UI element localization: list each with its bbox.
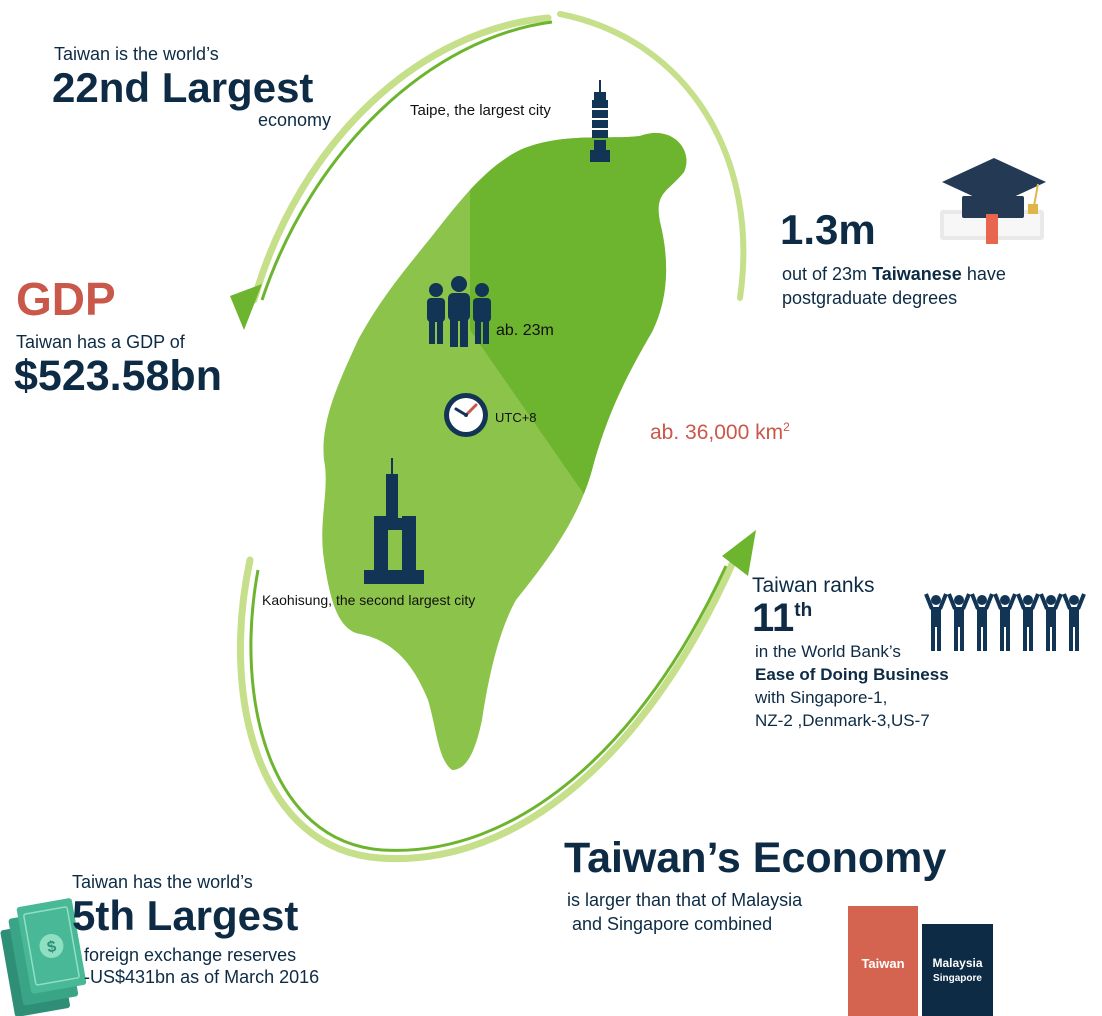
bar-taiwan-label: Taiwan [861, 956, 905, 971]
fx-reserves-line1: foreign exchange reserves [84, 945, 297, 965]
education-desc-prefix: out of 23m [782, 264, 868, 284]
timezone-label: UTC+8 [495, 410, 537, 425]
taipei-101-icon [590, 80, 610, 162]
fx-reserves-value: 5th Largest [72, 892, 299, 939]
business-rank-line4: NZ-2 ,Denmark-3,US-7 [755, 711, 930, 730]
taipei-label: Taipe, the largest city [410, 102, 551, 119]
area-value: ab. 36,000 km [650, 421, 784, 444]
gdp-value: $523.58bn [14, 352, 222, 400]
area-unit-exponent: 2 [783, 420, 790, 434]
economy-compare-desc: is larger than that of Malaysia and Sing… [567, 888, 802, 936]
bar-malaysia-singapore: Malaysia Singapore [922, 924, 993, 1016]
education-desc-bold: Taiwanese [872, 264, 962, 284]
business-rank-line3: with Singapore-1, [755, 688, 888, 707]
fx-reserves-intro: Taiwan has the world’s [72, 872, 253, 892]
economy-compare-line1: is larger than that of Malaysia [567, 890, 803, 910]
money-icon: $ [0, 898, 87, 1016]
business-rank-line2: Ease of Doing Business [755, 665, 949, 684]
bar-malaysia-label: Malaysia [932, 956, 983, 970]
tuntex-tower-icon [364, 458, 424, 584]
economy-compare-line2: and Singapore combined [572, 914, 773, 934]
economy-rank-suffix: economy [258, 110, 332, 130]
business-rank-intro: Taiwan ranks [752, 574, 875, 597]
economy-rank-value: 22nd Largest [52, 64, 314, 111]
arrow-head-icon [230, 284, 262, 330]
business-rank-value: 11th [752, 596, 812, 641]
business-rank-ordinal: th [794, 600, 813, 621]
education-desc-line2: postgraduate degrees [782, 288, 958, 308]
cycle-arrows [230, 11, 756, 863]
area-label: ab. 36,000 km2 [650, 420, 790, 445]
bar-singapore-label: Singapore [933, 973, 982, 984]
svg-text:$: $ [46, 938, 58, 956]
business-rank-desc: in the World Bank’s Ease of Doing Busine… [755, 640, 949, 732]
people-icon [427, 276, 491, 347]
clock-icon [444, 393, 488, 437]
arrow-head-icon [722, 530, 756, 576]
fx-reserves-line2: -US$431bn as of March 2016 [84, 967, 320, 987]
taiwan-map [322, 132, 687, 770]
economy-rank-intro: Taiwan is the world’s [54, 44, 219, 64]
cheering-people-icon [924, 593, 1086, 651]
education-desc-suffix: have [966, 264, 1006, 284]
population-label: ab. 23m [496, 322, 554, 339]
graduation-cap-icon [940, 158, 1046, 244]
kaohsiung-label: Kaohisung, the second largest city [262, 592, 476, 608]
bar-taiwan: Taiwan [848, 906, 918, 1016]
education-value: 1.3m [780, 206, 876, 253]
business-rank-number: 11 [752, 596, 795, 640]
fx-reserves-desc: foreign exchange reserves -US$431bn as o… [84, 944, 319, 988]
gdp-title: GDP [16, 273, 116, 325]
business-rank-line1: in the World Bank’s [755, 642, 901, 661]
gdp-intro: Taiwan has a GDP of [16, 332, 185, 352]
economy-compare-title: Taiwan’s Economy [564, 834, 947, 882]
education-desc: out of 23m Taiwanese have postgraduate d… [782, 262, 1006, 310]
